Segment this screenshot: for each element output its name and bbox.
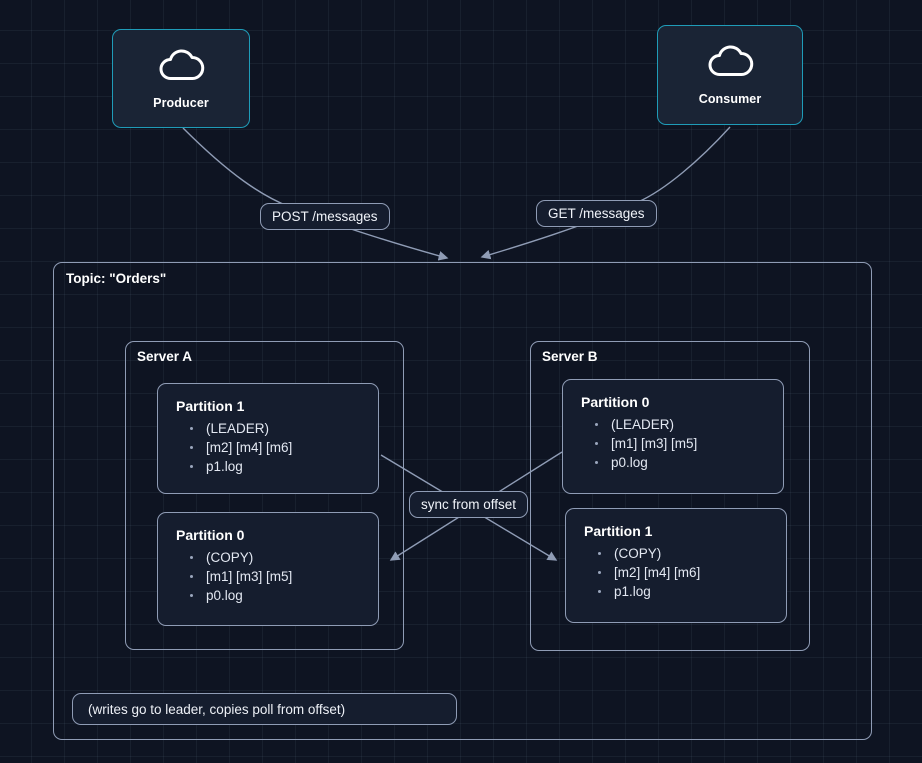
partition-title: Partition 1: [584, 523, 653, 539]
node-consumer-label: Consumer: [698, 92, 762, 106]
partition-title: Partition 1: [176, 398, 245, 414]
partition-detail-list: (LEADER) [m2] [m4] [m6] p1.log: [176, 419, 362, 476]
server-a-container: Server A: [125, 341, 404, 650]
server-b-container: Server B: [530, 341, 810, 651]
list-item: p1.log: [188, 457, 362, 476]
list-item: [m1] [m3] [m5]: [188, 567, 362, 586]
list-item: (LEADER): [593, 415, 767, 434]
edge-producer-to-topic: [182, 127, 449, 261]
partition-title: Partition 0: [581, 394, 650, 410]
partition-title: Partition 0: [176, 527, 245, 543]
edge-label-sync-from-offset: sync from offset: [409, 491, 529, 518]
server-b-title: Server B: [542, 349, 598, 364]
node-consumer[interactable]: Consumer: [657, 25, 803, 125]
node-producer[interactable]: Producer: [112, 29, 250, 128]
partition-detail-list: (COPY) [m1] [m3] [m5] p0.log: [176, 548, 362, 605]
list-item: p0.log: [593, 453, 767, 472]
list-item: [m2] [m4] [m6]: [188, 438, 362, 457]
node-producer-label: Producer: [153, 95, 209, 110]
edge-label-post-messages: POST /messages: [260, 203, 390, 230]
server-b-partition-1-card[interactable]: Partition 1 (COPY) [m2] [m4] [m6] p1.log: [565, 508, 787, 623]
list-item: [m1] [m3] [m5]: [593, 434, 767, 453]
list-item: [m2] [m4] [m6]: [596, 563, 770, 582]
topic-container: Topic: "Orders": [53, 262, 872, 740]
cloud-icon: [157, 48, 205, 87]
server-a-title: Server A: [137, 349, 193, 364]
list-item: (COPY): [188, 548, 362, 567]
cloud-icon: [706, 44, 754, 83]
list-item: p0.log: [188, 586, 362, 605]
list-item: (COPY): [596, 544, 770, 563]
server-a-partition-1-card[interactable]: Partition 1 (LEADER) [m2] [m4] [m6] p1.l…: [157, 383, 379, 494]
partition-detail-list: (COPY) [m2] [m4] [m6] p1.log: [584, 544, 770, 601]
edge-label-get-messages: GET /messages: [536, 200, 657, 227]
partition-detail-list: (LEADER) [m1] [m3] [m5] p0.log: [581, 415, 767, 472]
topic-note: (writes go to leader, copies poll from o…: [72, 693, 457, 725]
server-b-partition-0-card[interactable]: Partition 0 (LEADER) [m1] [m3] [m5] p0.l…: [562, 379, 784, 494]
edge-consumer-to-topic: [480, 126, 731, 260]
server-a-partition-0-card[interactable]: Partition 0 (COPY) [m1] [m3] [m5] p0.log: [157, 512, 379, 626]
list-item: (LEADER): [188, 419, 362, 438]
list-item: p1.log: [596, 582, 770, 601]
topic-title: Topic: "Orders": [66, 271, 167, 286]
